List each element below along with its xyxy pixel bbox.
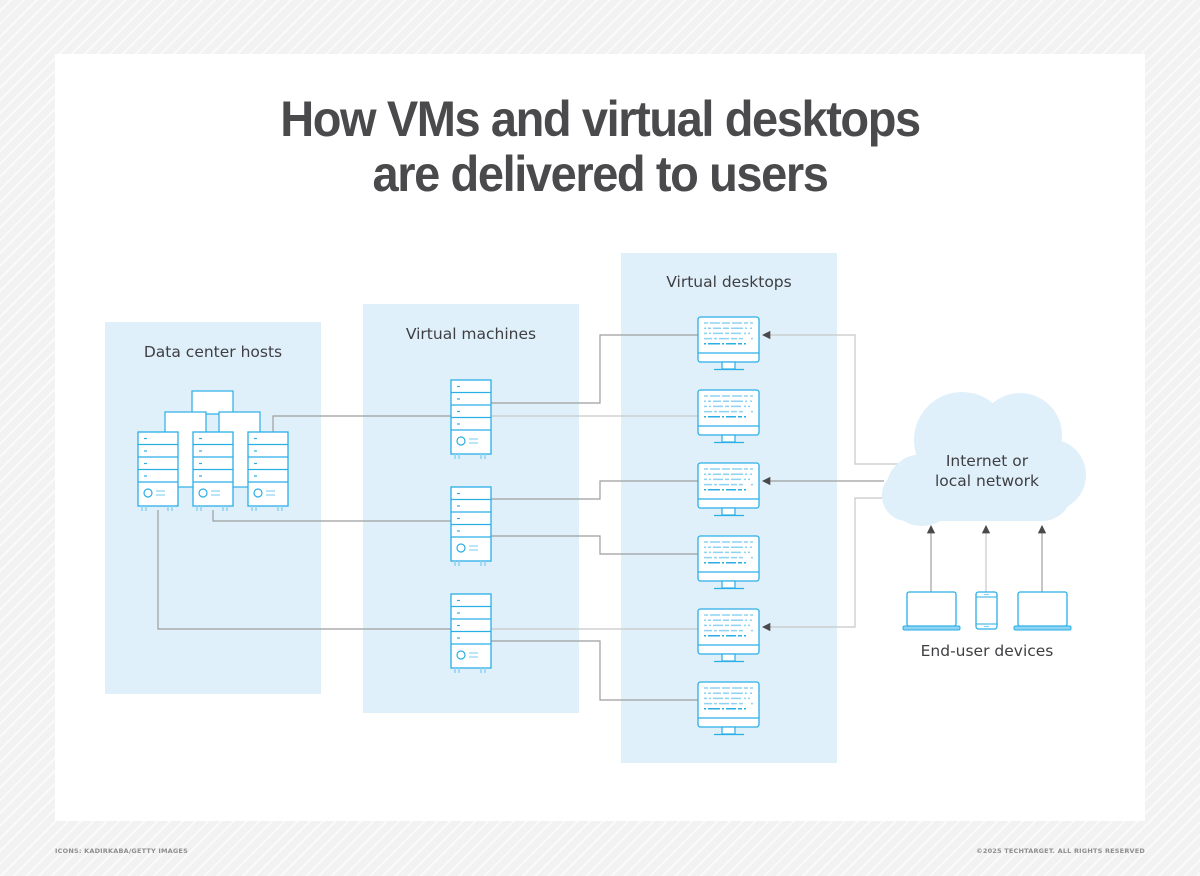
vm-server-icon bbox=[450, 593, 492, 673]
host-server-icon bbox=[137, 431, 179, 511]
virtual-desktop-monitor-icon bbox=[697, 462, 760, 517]
host-server-icon bbox=[247, 431, 289, 511]
virtual-desktop-monitor-icon bbox=[697, 608, 760, 663]
laptop-icon bbox=[1013, 591, 1072, 631]
laptop-icon bbox=[902, 591, 961, 631]
virtual-desktop-monitor-icon bbox=[697, 535, 760, 590]
host-to-vm-connector bbox=[212, 510, 451, 522]
vm-to-desktop-connector bbox=[491, 535, 698, 555]
laptop-base bbox=[902, 625, 961, 631]
network-label-line-2: local network bbox=[935, 472, 1039, 490]
connector-lines bbox=[157, 330, 1047, 701]
vm-server-icon bbox=[450, 486, 492, 566]
virtual-desktops-label: Virtual desktops bbox=[666, 273, 792, 291]
laptop-screen bbox=[906, 591, 957, 627]
power-button-icon bbox=[253, 488, 263, 498]
phone-body bbox=[975, 591, 998, 630]
network-to-desktop-connector bbox=[761, 497, 884, 632]
host-to-vm-connector bbox=[157, 510, 451, 630]
network-label: Internet or local network bbox=[880, 451, 1094, 491]
copyright-notice: ©2025 TECHTARGET. ALL RIGHTS RESERVED bbox=[976, 847, 1145, 855]
power-button-icon bbox=[456, 650, 466, 660]
monitor-neck bbox=[721, 361, 736, 370]
laptop-base bbox=[1013, 625, 1072, 631]
power-button-icon bbox=[456, 436, 466, 446]
icon-credit: ICONS: KADIRKABA/GETTY IMAGES bbox=[55, 847, 188, 855]
host-server-icon bbox=[192, 431, 234, 511]
host-to-vm-connector bbox=[272, 415, 451, 432]
network-to-desktop-connector bbox=[761, 330, 900, 465]
virtual-desktop-monitor-icon bbox=[697, 316, 760, 371]
network-cloud bbox=[882, 392, 1086, 526]
vm-server-icon bbox=[450, 379, 492, 459]
vm-to-desktop-connector bbox=[491, 334, 698, 404]
virtual-desktop-monitor-icon bbox=[697, 681, 760, 736]
vm-to-desktop-connector bbox=[491, 480, 698, 500]
virtual-machines-label: Virtual machines bbox=[405, 325, 537, 343]
data-center-hosts-panel: Data center hosts bbox=[105, 322, 321, 694]
virtual-desktop-monitor-icon bbox=[697, 389, 760, 444]
title-line-1: How VMs and virtual desktops bbox=[280, 91, 921, 147]
monitor-neck bbox=[721, 434, 736, 443]
vm-to-desktop-connector bbox=[491, 640, 698, 701]
data-center-hosts-label: Data center hosts bbox=[143, 343, 283, 361]
monitor-neck bbox=[721, 580, 736, 589]
cloud-icon bbox=[882, 392, 1086, 526]
cluster-top-box bbox=[191, 390, 234, 415]
power-button-icon bbox=[143, 488, 153, 498]
monitor-neck bbox=[721, 653, 736, 662]
icons bbox=[137, 316, 1072, 736]
power-button-icon bbox=[198, 488, 208, 498]
page-title: How VMs and virtual desktops are deliver… bbox=[36, 92, 1164, 202]
monitor-neck bbox=[721, 507, 736, 516]
end-user-devices-label: End-user devices bbox=[920, 642, 1054, 660]
title-line-2: are delivered to users bbox=[372, 146, 829, 202]
power-button-icon bbox=[456, 543, 466, 553]
laptop-screen bbox=[1017, 591, 1068, 627]
monitor-neck bbox=[721, 726, 736, 735]
smartphone-icon bbox=[975, 591, 998, 630]
network-label-line-1: Internet or bbox=[945, 452, 1029, 470]
